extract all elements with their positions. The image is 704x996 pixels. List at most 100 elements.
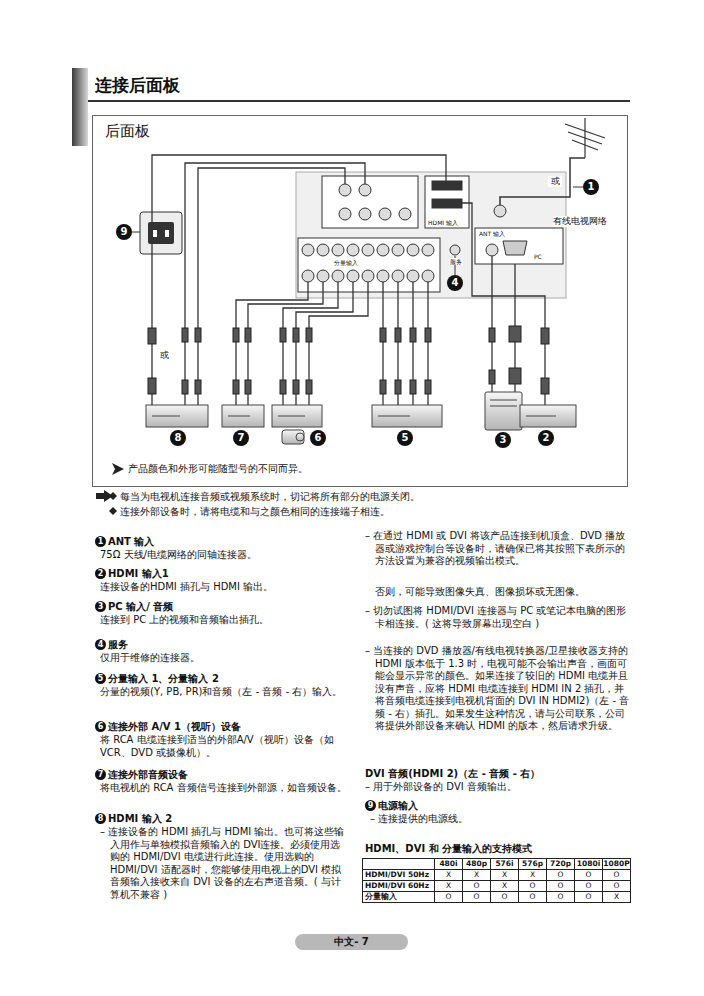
node-text: 中文- 7 <box>295 934 408 950</box>
table-cell: O <box>546 891 575 903</box>
note-text: – 用于外部设备的 DVI 音频输出。 <box>365 781 630 794</box>
page-title: 连接后面板 <box>95 74 180 97</box>
device <box>490 400 517 401</box>
antenna <box>500 158 585 205</box>
jack-symbol <box>339 184 351 196</box>
note-text: – 在通过 HDMI 或 DVI 将该产品连接到机顶盒、DVD 播放器或游戏控制… <box>365 530 630 568</box>
item-body: – 连接设备的 HDMI 插孔与 HDMI 输出。也可将这些输入用作与单独模拟音… <box>100 826 348 901</box>
jack-symbol <box>347 270 359 282</box>
tv-back-panel <box>298 238 440 292</box>
jack-symbol <box>379 208 391 220</box>
item-number: 3 <box>95 601 106 612</box>
item-heading: 服务 <box>108 638 346 651</box>
antenna <box>572 140 598 150</box>
jack-symbol <box>494 205 506 217</box>
jack-label: 服务 <box>449 258 463 265</box>
node-text: 4 <box>95 639 106 650</box>
device <box>228 416 250 417</box>
tv-back-panel <box>322 176 418 228</box>
jack-label: 分量输入 <box>333 259 359 266</box>
tv-back-panel <box>503 241 527 255</box>
plug <box>395 328 401 342</box>
device <box>372 405 442 427</box>
node-text: 8 <box>170 430 186 446</box>
callout-number: 5 <box>397 430 413 446</box>
item-heading: 连接外部音频设备 <box>108 768 346 781</box>
plug <box>541 328 549 344</box>
panel-heading: 后面板 <box>105 122 150 141</box>
plug <box>148 328 156 344</box>
jack-symbol <box>399 208 411 220</box>
item-heading: PC 输入/ 音频 <box>108 600 346 613</box>
title-bar <box>72 68 630 146</box>
item-number: 5 <box>95 673 106 684</box>
item-number: 1 <box>95 536 106 547</box>
jack-symbol <box>359 208 371 220</box>
notice-text: 连接外部设备时，请将电缆和与之颜色相同的连接端子相连。 <box>120 505 625 518</box>
power-socket <box>153 230 157 237</box>
table-cell: O <box>462 891 491 903</box>
title-bar <box>88 100 630 102</box>
tv-back-panel <box>296 172 566 298</box>
or-label: 或 <box>157 350 171 361</box>
cable <box>185 163 365 405</box>
note-text: 产品颜色和外形可能随型号的不同而异。 <box>128 462 308 475</box>
device <box>526 416 556 417</box>
jack-symbol <box>317 270 329 282</box>
cable <box>198 168 345 405</box>
note-text: – 切勿试图将 HDMI/DVI 连接器与 PC 或笔记本电脑的图形卡相连接。(… <box>365 605 630 630</box>
jack-symbol <box>339 208 351 220</box>
node-text: 3 <box>495 432 511 448</box>
callout-number: 1 <box>583 179 599 195</box>
jack-symbol <box>359 184 371 196</box>
device <box>485 392 522 430</box>
item-body: 仅用于维修的连接器。 <box>100 652 348 665</box>
plug <box>425 380 431 394</box>
plug <box>233 380 239 394</box>
device <box>146 405 208 427</box>
table-cell: O <box>434 891 463 903</box>
device <box>520 405 576 427</box>
device <box>152 416 180 417</box>
callout-number: 4 <box>447 275 463 291</box>
diagram-frame: 后面板194876532 <box>92 115 628 487</box>
note-symbol <box>112 463 124 475</box>
plug <box>306 380 312 394</box>
callout-number: 2 <box>538 430 554 446</box>
callout-number: 7 <box>233 430 249 446</box>
jack-symbol <box>302 244 314 256</box>
jack-symbol <box>407 270 419 282</box>
plug <box>425 328 431 342</box>
device <box>272 405 322 427</box>
item-heading: 分量输入 1、分量输入 2 <box>108 672 346 685</box>
item-heading: 电源输入 <box>378 799 628 812</box>
plug <box>245 328 251 342</box>
item-body: 连接到 PC 上的视频和音频输出插孔。 <box>100 614 348 627</box>
tv-back-panel <box>475 228 563 264</box>
item-heading: 连接外部 A/V 1（视听）设备 <box>108 720 346 733</box>
plug <box>182 380 188 394</box>
cable <box>152 155 446 405</box>
tv-back-panel <box>432 199 462 208</box>
table-cell: X <box>602 891 631 903</box>
tv-back-panel <box>296 172 566 298</box>
node-text: 5 <box>95 673 106 684</box>
item-number: 4 <box>95 639 106 650</box>
jack-symbol <box>422 270 434 282</box>
jack-symbol <box>332 244 344 256</box>
note-symbol <box>109 507 117 515</box>
jack-symbol <box>392 244 404 256</box>
table-cell: O <box>490 891 519 903</box>
plug <box>148 378 156 394</box>
plug <box>489 328 495 342</box>
device <box>278 416 305 417</box>
plug <box>541 378 549 394</box>
device <box>222 405 264 427</box>
item-number: 9 <box>365 800 376 811</box>
node-text: 3 <box>95 601 106 612</box>
power-socket <box>140 212 182 254</box>
item-heading: HDMI 输入 2 <box>108 812 346 825</box>
power-socket <box>132 212 182 254</box>
plug <box>410 328 416 342</box>
note-symbol <box>96 463 124 515</box>
